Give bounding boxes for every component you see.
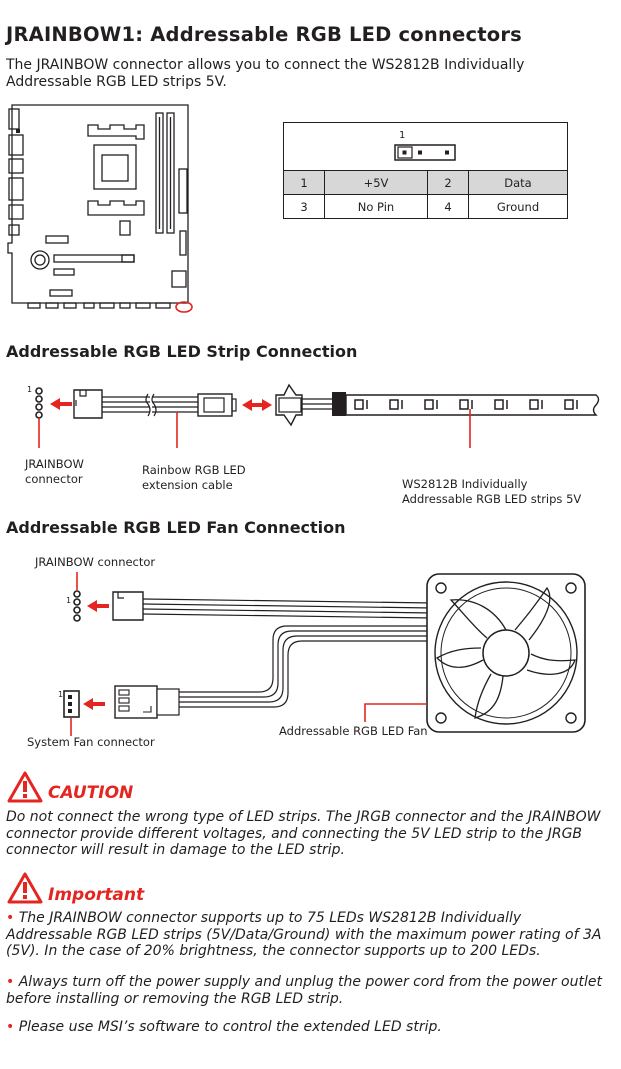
bullet-icon: • [6, 1019, 15, 1035]
caution-line: connector provide different voltages, an… [6, 825, 583, 842]
important-title: Important [48, 885, 145, 905]
pin-signal: Ground [468, 194, 568, 219]
caution-line: connector will result in damage to the L… [6, 842, 345, 858]
pin-header-icon [394, 144, 456, 161]
label-line: extension cable [142, 478, 233, 492]
label-jrainbow-fan: JRAINBOW connector [35, 555, 156, 569]
strip-section-heading: Addressable RGB LED Strip Connection [6, 342, 358, 361]
pin-signal: +5V [324, 170, 428, 195]
intro-line-1: The JRAINBOW connector allows you to con… [6, 57, 525, 73]
label-line: Addressable RGB LED strips 5V [402, 492, 582, 506]
pin-header-frame [283, 122, 568, 170]
note-line: Please use MSI’s software to control the… [14, 1019, 442, 1035]
note-line: (5V). In the case of 20% brightness, the… [6, 943, 541, 959]
pin-one-marker: 1 [399, 130, 406, 141]
caution-line: Do not connect the wrong type of LED str… [6, 809, 601, 825]
label-led-strip: WS2812B Individually Addressable RGB LED… [402, 477, 581, 507]
label-line: JRAINBOW [25, 457, 84, 471]
pin-number: 4 [427, 194, 469, 219]
bullet-icon: • [6, 910, 15, 926]
table-row: 1 +5V 2 Data [283, 170, 568, 195]
fan-icon [426, 573, 586, 733]
label-line: connector [25, 472, 83, 486]
pin-number: 1 [283, 170, 325, 195]
label-line: Rainbow RGB LED [142, 463, 246, 477]
label-line: WS2812B Individually [402, 477, 528, 491]
jrainbow-highlight [175, 301, 193, 313]
fan-connection-diagram [63, 572, 586, 736]
caution-title: CAUTION [48, 783, 134, 803]
jrainbow-header-icon [35, 387, 43, 419]
note-line: The JRAINBOW connector supports up to 75… [14, 910, 522, 926]
note-line: Always turn off the power supply and unp… [14, 974, 602, 990]
intro-line-2: Addressable RGB LED strips 5V. [6, 74, 227, 90]
pin-table: 1 +5V 2 Data 3 No Pin 4 Ground [283, 170, 568, 219]
important-bullet-1: • The JRAINBOW connector supports up to … [6, 910, 601, 960]
note-line: Addressable RGB LED strips (5V/Data/Grou… [6, 926, 602, 943]
important-bullet-3: • Please use MSI’s software to control t… [6, 1019, 442, 1036]
motherboard-illustration [7, 104, 193, 313]
table-row: 3 No Pin 4 Ground [283, 194, 568, 219]
bullet-icon: • [6, 974, 15, 990]
label-jrainbow-connector: JRAINBOW connector [25, 457, 84, 487]
label-system-fan-connector: System Fan connector [27, 735, 155, 749]
label-extension-cable: Rainbow RGB LED extension cable [142, 463, 246, 493]
fan-pin-marker: 1 [66, 596, 72, 605]
label-rgb-fan: Addressable RGB LED Fan [279, 724, 428, 738]
strip-connection-diagram [35, 383, 600, 448]
pin-signal: No Pin [324, 194, 428, 219]
fan-section-heading: Addressable RGB LED Fan Connection [6, 518, 346, 537]
caution-text: Do not connect the wrong type of LED str… [6, 809, 600, 859]
pin-number: 2 [427, 170, 469, 195]
intro-text: The JRAINBOW connector allows you to con… [6, 57, 524, 91]
pin-number: 3 [283, 194, 325, 219]
note-line: before installing or removing the RGB LE… [6, 990, 344, 1007]
warning-triangle-icon [7, 872, 43, 904]
warning-triangle-icon [7, 771, 43, 803]
important-bullet-2: • Always turn off the power supply and u… [6, 974, 602, 1007]
pin-signal: Data [468, 170, 568, 195]
strip-pin-marker: 1 [27, 385, 33, 394]
sysfan-pin-marker: 1 [58, 690, 64, 699]
page-title: JRAINBOW1: Addressable RGB LED connector… [6, 23, 522, 46]
